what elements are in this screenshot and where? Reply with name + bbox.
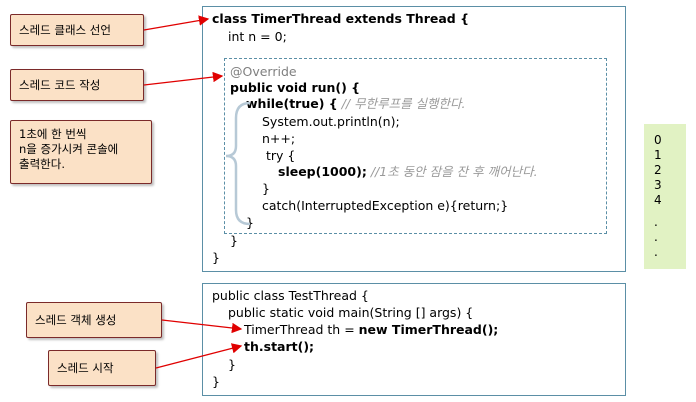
test-thread-code-box xyxy=(202,283,626,396)
main-close-brace: } xyxy=(228,357,236,372)
run-method-dashed-box xyxy=(224,58,607,234)
sleep-comment: //1초 동안 잠을 잔 후 깨어난다. xyxy=(370,164,538,179)
create-prefix: TimerThread th = xyxy=(244,322,359,337)
loop-brace xyxy=(225,101,251,226)
start-call-line: th.start(); xyxy=(244,339,315,354)
label-thread-class-decl-text: 스레드 클래스 선언 xyxy=(19,22,111,37)
class-close-brace: } xyxy=(212,250,220,265)
label-thread-code-text: 스레드 코드 작성 xyxy=(19,77,101,92)
console-output-panel: 0 1 2 3 4 . . . xyxy=(644,124,686,269)
output-line-0: 0 xyxy=(654,133,662,147)
loop-note-line-2: n을 증가시켜 콘솔에 xyxy=(19,142,119,156)
run-decl-line: public void run() { xyxy=(230,80,361,95)
while-line: while(true) { // 무한루프를 실행한다. xyxy=(246,96,466,112)
label-start-thread-text: 스레드 시작 xyxy=(57,360,114,375)
timer-thread-code-box xyxy=(202,6,626,272)
try-close-brace: } xyxy=(262,181,270,196)
main-decl-line: public static void main(String [] args) … xyxy=(228,305,474,320)
label-create-object-text: 스레드 객체 생성 xyxy=(35,312,117,327)
while-comment: // 무한루프를 실행한다. xyxy=(341,96,466,111)
label-thread-class-decl: 스레드 클래스 선언 xyxy=(10,14,144,46)
loop-note-line-3: 출력한다. xyxy=(19,157,65,171)
output-line-4: 4 xyxy=(654,193,662,207)
class-decl-line: class TimerThread extends Thread { xyxy=(212,11,469,26)
println-line: System.out.println(n); xyxy=(262,114,400,129)
loop-note-line-1: 1초에 한 번씩 xyxy=(19,127,87,141)
arrow-start-thread xyxy=(155,343,243,369)
arrow-class-decl xyxy=(143,15,210,31)
catch-line: catch(InterruptedException e){return;} xyxy=(262,198,509,213)
override-annotation: @Override xyxy=(230,64,297,79)
label-start-thread: 스레드 시작 xyxy=(48,350,156,386)
field-line: int n = 0; xyxy=(228,29,287,44)
output-line-6: . xyxy=(654,230,658,244)
arrow-thread-code xyxy=(143,71,224,86)
try-line: try { xyxy=(266,148,296,163)
while-close-brace: } xyxy=(246,215,254,230)
while-keyword: while(true) { xyxy=(246,96,338,111)
output-line-5: . xyxy=(654,215,658,229)
arrow-create-object xyxy=(161,319,243,334)
sleep-call: sleep(1000); xyxy=(278,164,367,179)
label-create-object: 스레드 객체 생성 xyxy=(26,302,162,338)
test-class-decl-line: public class TestThread { xyxy=(212,288,369,303)
output-line-1: 1 xyxy=(654,148,662,162)
test-class-close-brace: } xyxy=(212,374,220,389)
increment-line: n++; xyxy=(262,131,296,146)
sleep-line: sleep(1000); //1초 동안 잠을 잔 후 깨어난다. xyxy=(278,164,538,180)
output-line-2: 2 xyxy=(654,163,662,177)
create-new: new TimerThread(); xyxy=(358,322,499,337)
output-line-3: 3 xyxy=(654,178,662,192)
label-loop-note: 1초에 한 번씩 n을 증가시켜 콘솔에 출력한다. xyxy=(10,120,152,184)
loop-note-text: 1초에 한 번씩 n을 증가시켜 콘솔에 출력한다. xyxy=(19,127,118,172)
create-thread-line: TimerThread th = new TimerThread(); xyxy=(244,322,498,338)
output-line-7: . xyxy=(654,245,658,259)
label-thread-code: 스레드 코드 작성 xyxy=(10,69,144,101)
run-close-brace: } xyxy=(230,233,238,248)
